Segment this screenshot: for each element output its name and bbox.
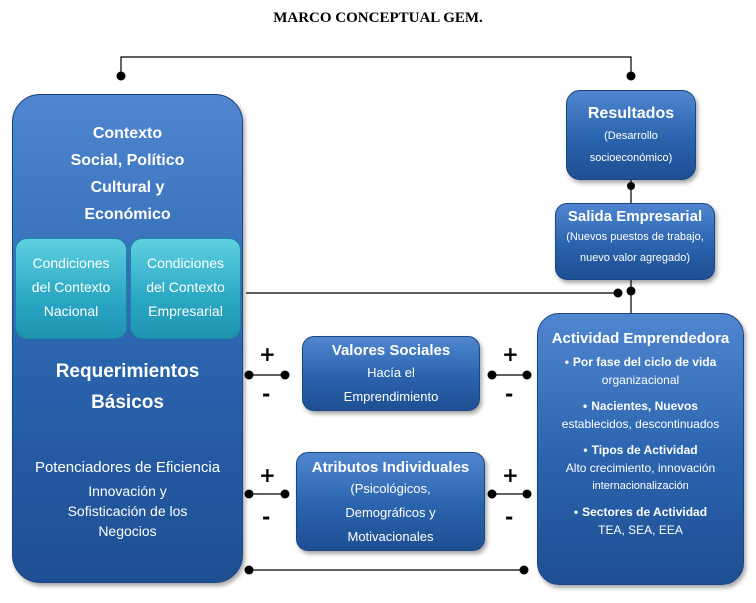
- plus-sign: +: [502, 463, 519, 487]
- social-values-box: Valores Sociales Hacía el Emprendimiento: [302, 336, 480, 411]
- dot: [626, 286, 636, 296]
- dot: [487, 370, 497, 380]
- dot: [280, 489, 290, 499]
- plus-sign: +: [502, 342, 519, 366]
- business-exit-box: Salida Empresarial (Nuevos puestos de tr…: [555, 203, 715, 280]
- dot: [627, 182, 635, 190]
- dot: [519, 565, 529, 575]
- minus-sign: -: [262, 505, 271, 529]
- dot: [522, 370, 532, 380]
- activity-item-title: •Sectores de Actividad: [573, 505, 708, 519]
- dot: [522, 489, 532, 499]
- dot: [244, 565, 254, 575]
- bullet-icon: •: [583, 443, 588, 457]
- plus-sign: +: [259, 342, 276, 366]
- top-bracket-line: [120, 56, 632, 76]
- activity-item-title: •Nacientes, Nuevos: [583, 399, 698, 413]
- diagram-title: MARCO CONCEPTUAL GEM.: [273, 10, 483, 26]
- bullet-icon: •: [564, 355, 569, 369]
- activity-item-title: •Tipos de Actividad: [583, 443, 698, 457]
- dot: [244, 370, 254, 380]
- minus-sign: -: [262, 382, 271, 406]
- efficiency-enhancers: Potenciadores de Eficiencia Innovación y…: [34, 459, 221, 539]
- dot: [613, 288, 623, 298]
- minus-sign: -: [505, 505, 514, 529]
- dot: [280, 370, 290, 380]
- basic-requirements: Requerimientos Básicos: [55, 361, 200, 413]
- entrepreneurial-activity-box: Actividad Emprendedora •Por fase del cic…: [537, 313, 744, 585]
- activity-item-title: •Por fase del ciclo de vida: [564, 355, 717, 369]
- dot: [626, 71, 636, 81]
- dot: [244, 489, 254, 499]
- dot: [116, 71, 126, 81]
- business-conditions-box: Condiciones del Contexto Empresarial: [130, 238, 241, 339]
- national-conditions-box: Condiciones del Contexto Nacional: [15, 238, 127, 339]
- bullet-icon: •: [573, 505, 579, 519]
- context-title: Contexto Social, Político Cultural y Eco…: [70, 125, 185, 223]
- plus-sign: +: [259, 463, 276, 487]
- results-box: Resultados (Desarrollo socioeconómico): [566, 90, 696, 180]
- bullet-icon: •: [583, 399, 588, 413]
- individual-attributes-box: Atributos Individuales (Psicológicos, De…: [296, 452, 485, 551]
- minus-sign: -: [505, 382, 514, 406]
- dot: [487, 489, 497, 499]
